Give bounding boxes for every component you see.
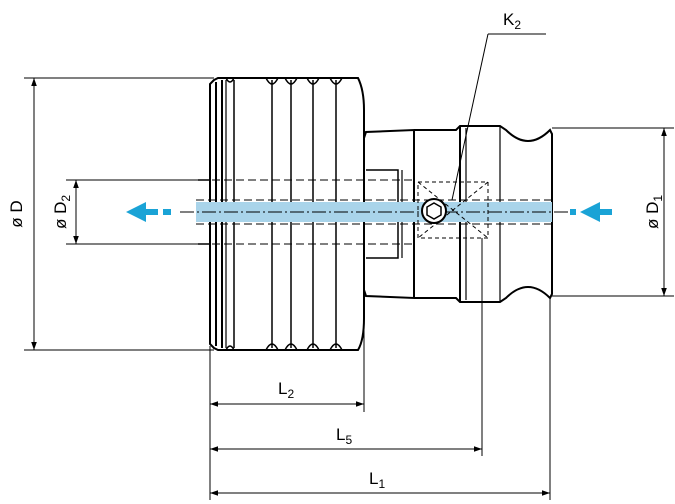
dimension-lines [24, 33, 674, 500]
label-L2: L2 [278, 379, 294, 401]
label-K2: K2 [503, 10, 521, 32]
label-dia-D: ø D [7, 200, 26, 227]
arrow-left-icon [570, 202, 612, 222]
body-grooves [225, 77, 343, 351]
set-screw [417, 181, 489, 239]
label-dia-D2: ø D2 [51, 195, 73, 229]
label-L1: L1 [369, 469, 385, 491]
label-dia-D1: ø D1 [643, 195, 665, 229]
arrow-left-icon [126, 202, 171, 222]
label-L5: L5 [336, 425, 352, 447]
